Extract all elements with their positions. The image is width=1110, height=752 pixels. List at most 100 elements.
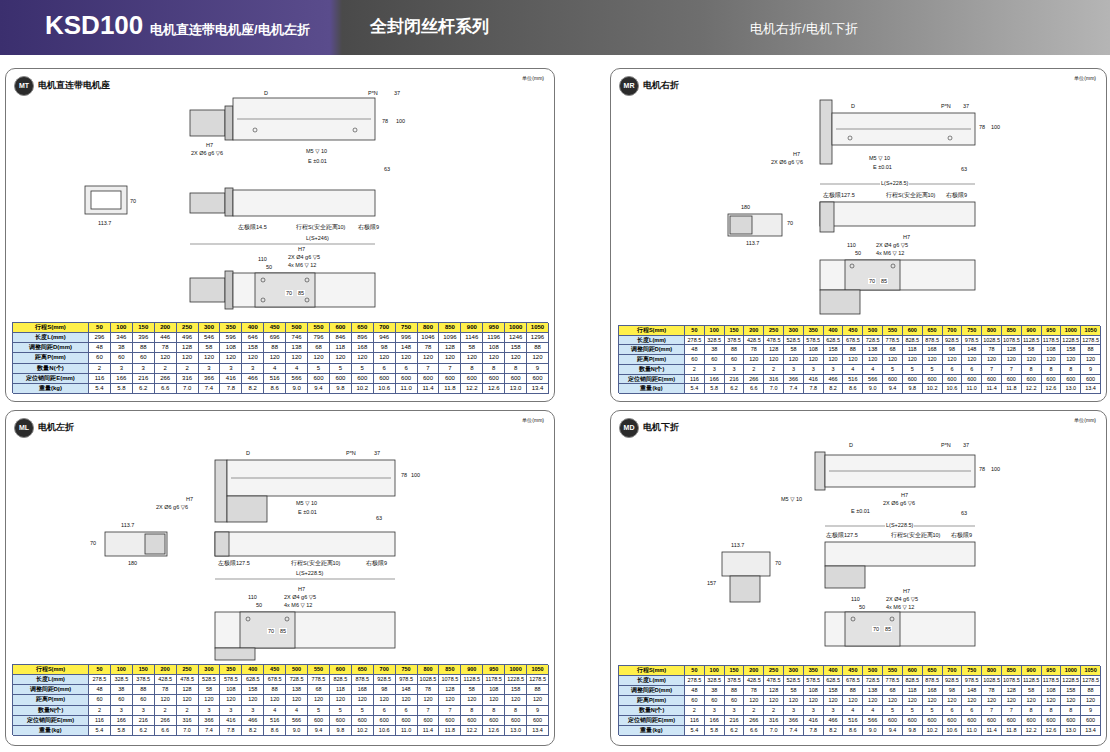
dimension-label: 2X Ø4 g6 ▽5 (283, 594, 317, 600)
table-cell: 长度L(mm) (13, 333, 89, 343)
table-cell: 528.5 (784, 336, 804, 346)
table-cell: 828.5 (903, 336, 923, 346)
table-cell: 428.5 (744, 336, 764, 346)
part-outline (730, 576, 760, 602)
dimension-label: 110 (247, 594, 258, 600)
table-cell: 120 (784, 696, 804, 706)
table-cell: 600 (330, 665, 352, 675)
table-cell: 728.5 (863, 676, 883, 686)
dimension-label: 4x M6 ▽ 12 (885, 604, 915, 610)
table-cell: 行程S(mm) (619, 326, 685, 336)
table-cell: 88 (264, 685, 286, 695)
dimension-label: 左极限14.5 (237, 224, 268, 230)
table-cell: 646 (242, 333, 264, 343)
dimension-label: 4x M6 ▽ 12 (287, 262, 317, 268)
table-cell: 600 (1061, 375, 1081, 385)
pin-hole (261, 298, 265, 302)
table-cell: 4 (264, 364, 286, 374)
table-cell: 88 (1081, 686, 1101, 696)
table-cell: 6 (943, 365, 963, 375)
table-cell: 5 (883, 365, 903, 375)
table-cell: 400 (824, 326, 844, 336)
table-cell: 距离P(mm) (619, 696, 685, 706)
table-cell: 13.4 (1081, 384, 1101, 394)
table-cell: 8.6 (264, 726, 286, 736)
part-outline (227, 460, 395, 496)
table-cell: 11.8 (439, 726, 461, 736)
table-cell: 316 (764, 716, 784, 726)
panel-title: 电机下折 (643, 421, 679, 434)
table-cell: 6.6 (155, 384, 177, 394)
dimension-label: E ±0.01 (307, 158, 328, 164)
table-cell: 120 (784, 355, 804, 365)
table-cell: 600 (903, 666, 923, 676)
part-outline (820, 202, 834, 232)
table-cell: 466 (824, 375, 844, 385)
table-cell: 7.8 (804, 384, 824, 394)
table-cell: 596 (220, 333, 242, 343)
table-cell: 128 (1002, 686, 1022, 696)
table-cell: 800 (418, 323, 440, 333)
table-cell: 750 (962, 326, 982, 336)
table-cell: 200 (155, 323, 177, 333)
table-cell: 78 (155, 685, 177, 695)
table-cell: 600 (903, 375, 923, 385)
table-cell: 5 (903, 365, 923, 375)
table-cell: 1278.5 (1081, 676, 1101, 686)
table-cell: 450 (843, 666, 863, 676)
table-cell: 446 (155, 333, 177, 343)
table-cell: 重量(kg) (619, 726, 685, 736)
table-cell: 3 (804, 706, 824, 716)
table-cell: 120 (1081, 355, 1101, 365)
part-outline (190, 110, 225, 136)
table-cell: 500 (286, 665, 308, 675)
dimension-label: 37 (962, 442, 970, 448)
table-cell: 定位销间距E(mm) (13, 716, 89, 726)
table-cell: 600 (505, 374, 527, 384)
table-cell: 1128.5 (1022, 676, 1042, 686)
table-cell: 120 (1002, 696, 1022, 706)
table-cell: 600 (308, 374, 330, 384)
table-cell: 700 (943, 326, 963, 336)
table-cell: 12.6 (483, 726, 505, 736)
table-cell: 11.0 (396, 726, 418, 736)
table-cell: 516 (264, 374, 286, 384)
table-cell: 50 (685, 666, 705, 676)
table-cell: 5.4 (89, 726, 111, 736)
header-band: KSD100电机直连带电机座/电机左折全封闭丝杆系列电机右折/电机下折 (0, 0, 1110, 55)
table-cell: 416 (220, 374, 242, 384)
dimension-label: 70 (868, 278, 876, 284)
dimension-label: 78 (381, 118, 389, 124)
dimension-label: 100 (410, 472, 421, 478)
table-cell: 120 (330, 695, 352, 705)
table-cell: 466 (242, 716, 264, 726)
table-cell: 120 (155, 353, 177, 363)
dimension-label: 70 (285, 290, 293, 296)
table-cell: 128 (439, 343, 461, 353)
pin-hole (850, 264, 854, 268)
table-cell: 6 (374, 706, 396, 716)
table-cell: 116 (89, 716, 111, 726)
table-cell: 346 (111, 333, 133, 343)
table-cell: 148 (962, 345, 982, 355)
table-cell: 2 (764, 706, 784, 716)
part-outline (825, 566, 865, 588)
dimension-label: E ±0.01 (850, 508, 871, 514)
table-cell: 5.4 (685, 384, 705, 394)
table-cell: 5 (883, 706, 903, 716)
table-cell: 1278.5 (527, 675, 549, 685)
table-cell: 1278.5 (1081, 336, 1101, 346)
table-cell: 678.5 (843, 336, 863, 346)
pin-hole (891, 264, 895, 268)
table-cell: 2 (177, 364, 199, 374)
dimension-label: 180 (740, 204, 751, 210)
dimension-label: 70 (89, 540, 97, 546)
table-cell: 1178.5 (1042, 676, 1062, 686)
table-cell: 166 (111, 716, 133, 726)
table-cell: 578.5 (804, 336, 824, 346)
table-cell: 78 (418, 685, 440, 695)
table-cell: 5 (352, 364, 374, 374)
table-cell: 600 (1081, 716, 1101, 726)
table-cell: 12.2 (1022, 726, 1042, 736)
table-cell: 128 (439, 685, 461, 695)
